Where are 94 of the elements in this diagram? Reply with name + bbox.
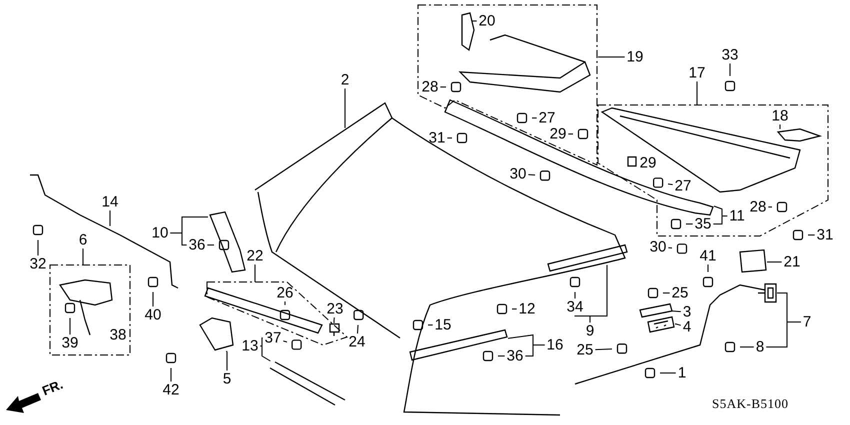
callout-number: 20	[478, 14, 496, 28]
callout-number: 18	[770, 108, 790, 124]
callout-number: 9	[584, 324, 596, 338]
leader-line	[712, 216, 728, 224]
leader-line	[260, 338, 264, 346]
seal-strip-drawing	[444, 99, 714, 216]
callout-number: 4	[682, 320, 692, 334]
leader-line	[668, 184, 674, 186]
callout-number: 42	[162, 382, 180, 398]
leader-line	[512, 308, 518, 310]
callout-number: 24	[348, 334, 366, 350]
leader-line	[528, 174, 536, 176]
leader-line	[284, 301, 286, 306]
leader-line	[574, 315, 590, 323]
callout-number: 16	[546, 338, 564, 352]
callout-number: 30	[648, 240, 668, 254]
leader-line	[598, 56, 626, 58]
leader-line	[660, 372, 676, 374]
callout-number: 29	[638, 156, 658, 170]
callout-number: 8	[754, 340, 766, 354]
callout-number: 3	[682, 304, 692, 320]
clip-drawing	[329, 323, 340, 337]
leader-line	[696, 81, 698, 106]
callout-number: 28	[748, 200, 768, 214]
leader-line	[524, 344, 546, 356]
callout-number: 21	[782, 254, 802, 270]
leader-line	[662, 292, 670, 294]
leader-line	[282, 340, 288, 342]
leader-line	[668, 247, 672, 248]
callout-number: 7	[802, 314, 812, 330]
callout-number: 30	[508, 166, 528, 182]
leader-line	[674, 324, 682, 326]
callout-number: 41	[698, 248, 718, 264]
callout-number: 25	[576, 342, 594, 358]
callout-number: 1	[676, 366, 688, 380]
callout-number: 32	[28, 256, 48, 272]
callout-number: 31	[428, 130, 446, 146]
leader-line	[594, 348, 612, 350]
callout-number: 10	[150, 226, 170, 240]
latch-drawing	[199, 317, 234, 351]
callout-number: 2	[340, 72, 350, 88]
callout-number: 28	[420, 80, 440, 94]
leader-line	[357, 324, 358, 334]
callout-number: 15	[434, 318, 452, 332]
leader-line	[428, 324, 434, 326]
callout-number: 17	[688, 66, 706, 80]
leader-line	[768, 206, 772, 208]
leader-line	[766, 322, 802, 348]
callout-number: 6	[78, 232, 88, 248]
callout-number: 38	[108, 328, 128, 342]
callout-number: 19	[626, 50, 644, 64]
callout-number: 27	[674, 178, 692, 194]
callout-number: 40	[144, 308, 162, 322]
leader-line	[344, 88, 346, 128]
leader-line	[740, 346, 754, 348]
leader-line	[334, 317, 335, 324]
stiffener-drawing	[409, 329, 508, 361]
callout-number: 34	[566, 300, 584, 314]
callout-number: 37	[264, 330, 282, 346]
callout-number: 12	[518, 302, 536, 316]
bracket-drawing	[647, 316, 675, 333]
direction-label: FR.	[40, 376, 65, 398]
leader-line	[254, 264, 256, 282]
callout-number: 35	[694, 216, 712, 232]
callout-number: 36	[188, 238, 206, 252]
leader-line	[226, 350, 228, 371]
callout-number: 31	[816, 228, 834, 242]
leader-line	[440, 86, 446, 88]
callout-number: 36	[506, 348, 524, 364]
callout-number: 5	[222, 372, 232, 386]
callout-number: 22	[246, 248, 264, 264]
leader-line	[170, 368, 172, 382]
leader-line	[808, 234, 816, 236]
handle-drawing	[757, 283, 777, 303]
callout-number: 25	[670, 286, 690, 300]
callout-number: 26	[276, 286, 294, 300]
callout-number: 11	[728, 208, 746, 224]
callout-number: 27	[538, 110, 556, 126]
leader-line	[260, 346, 271, 362]
callout-number: 14	[100, 194, 120, 210]
callout-number: 29	[548, 126, 568, 142]
leader-line	[472, 20, 478, 22]
leader-line	[82, 248, 84, 266]
leader-line	[170, 232, 188, 246]
leader-line	[574, 292, 576, 299]
diagram-code: S5AK-B5100	[712, 396, 789, 412]
leader-line	[152, 292, 154, 307]
callout-number: 13	[240, 338, 260, 354]
callout-number: 23	[326, 302, 344, 316]
leader-line	[206, 244, 214, 246]
leader-line	[672, 310, 682, 312]
strut-drawing	[269, 361, 346, 406]
callout-number: 39	[60, 336, 80, 350]
callout-number: 33	[720, 48, 740, 62]
